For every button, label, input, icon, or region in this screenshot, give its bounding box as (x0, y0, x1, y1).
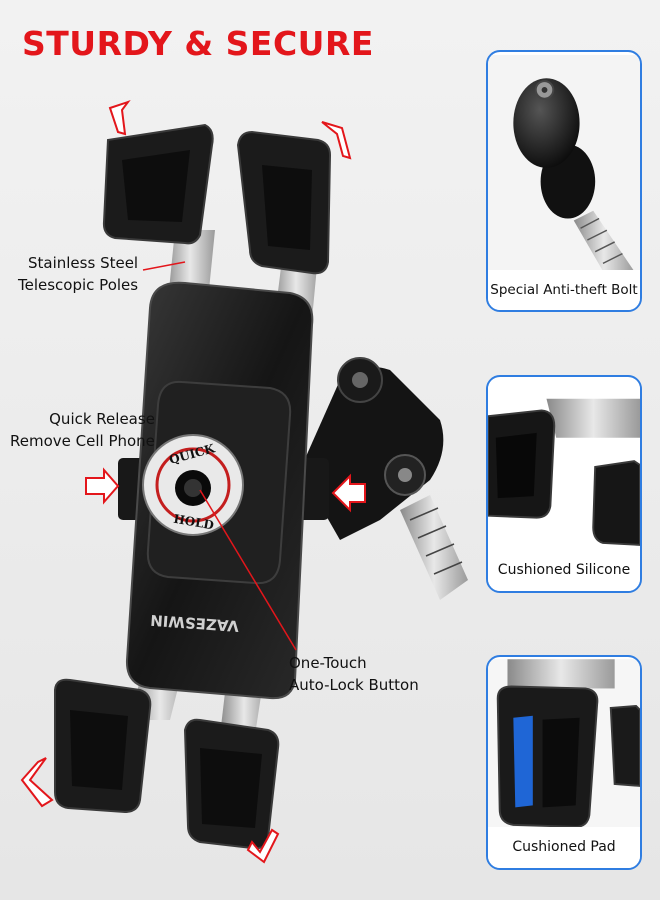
arrow-top-left (108, 100, 131, 136)
callout-release: Quick Release Remove Cell Phone (10, 408, 155, 452)
callout-release-line2: Remove Cell Phone (10, 432, 155, 450)
clamp-top-right (236, 130, 332, 275)
clamp-top-left (102, 123, 214, 245)
callout-button-line2: Auto-Lock Button (289, 676, 419, 694)
arrow-top-right (321, 121, 352, 160)
arrow-lock (331, 473, 366, 513)
callout-release-line1: Quick Release (49, 410, 155, 428)
bolt-photo (488, 54, 640, 272)
silicone-photo (488, 379, 640, 551)
pad-photo (488, 659, 640, 829)
callout-poles-line2: Telescopic Poles (18, 276, 139, 294)
callout-poles-line1: Stainless Steel (28, 254, 139, 272)
clamp-bottom-right (183, 718, 280, 850)
leader-poles (142, 261, 186, 271)
feature-card-pad: Cushioned Pad (486, 655, 642, 870)
direction-arrows (20, 100, 366, 864)
arrow-bottom-left (20, 757, 54, 808)
arrow-release (85, 467, 120, 505)
headline: STURDY & SECURE (22, 24, 374, 63)
callout-button-line1: One-Touch (289, 654, 367, 672)
clamp-bottom-left (54, 678, 152, 814)
arrow-bottom-right (246, 828, 280, 864)
leader-button (199, 489, 297, 651)
feature-card-silicone: Cushioned Silicone (486, 375, 642, 593)
knob-text-bottom: HOLD (172, 512, 214, 533)
card-caption-silicone: Cushioned Silicone (488, 549, 640, 591)
feature-card-bolt: Special Anti-theft Bolt (486, 50, 642, 312)
callout-poles: Stainless Steel Telescopic Poles (18, 252, 138, 296)
card-caption-bolt: Special Anti-theft Bolt (488, 270, 640, 310)
phone-holder-illustration: VAZESWIN QUICK HOLD (20, 100, 468, 864)
callout-button: One-Touch Auto-Lock Button (289, 652, 419, 696)
quick-hold-knob: QUICK HOLD (142, 434, 244, 536)
card-caption-pad: Cushioned Pad (488, 827, 640, 868)
